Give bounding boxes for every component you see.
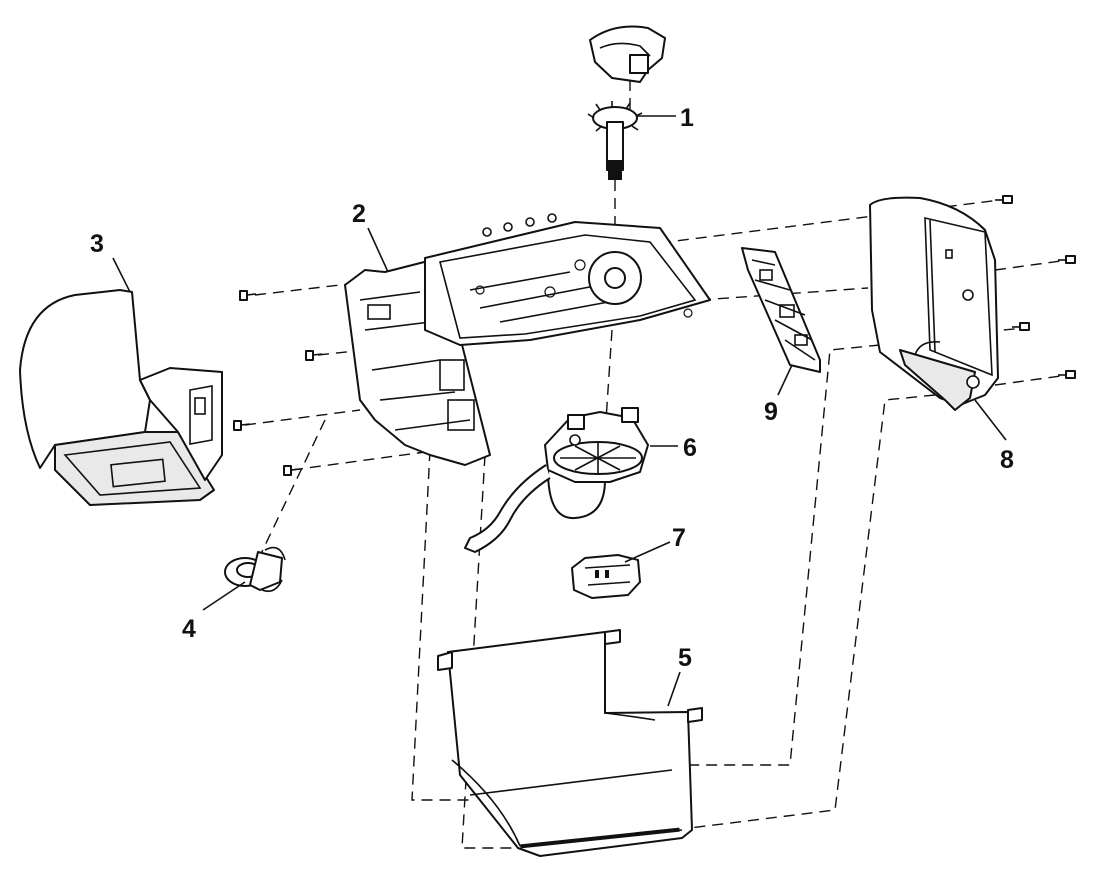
screw-icon (1012, 322, 1030, 331)
screw-icon (283, 465, 301, 476)
part-9-logic-board (741, 247, 821, 373)
part-5-bottom-cover (437, 629, 703, 857)
screw-icon (305, 350, 323, 361)
part-6-motor (464, 407, 649, 553)
screw-icon (233, 420, 251, 431)
assembly-lines (244, 80, 1069, 849)
callout-labels: 1 2 3 4 5 6 7 8 9 (90, 104, 1014, 672)
part-2-chassis-frame (344, 213, 711, 466)
callout-2: 2 (352, 200, 366, 228)
callout-4: 4 (182, 615, 196, 643)
screw-icon (239, 290, 257, 301)
callout-8: 8 (1000, 446, 1014, 474)
part-1-sprocket-shaft (587, 25, 666, 180)
part-7-capacitor (571, 554, 641, 599)
screw-icon (1058, 370, 1076, 379)
screws (233, 195, 1076, 476)
callout-6: 6 (683, 434, 697, 462)
callout-1: 1 (680, 104, 694, 132)
screw-icon (995, 195, 1013, 204)
callout-9: 9 (764, 398, 778, 426)
part-8-end-panel (869, 196, 999, 411)
callout-3: 3 (90, 230, 104, 258)
part-3-light-cover (19, 289, 223, 506)
part-4-socket (224, 546, 286, 593)
leader-lines (112, 115, 1007, 707)
callout-7: 7 (672, 524, 686, 552)
screw-icon (1058, 255, 1076, 264)
callout-5: 5 (678, 644, 692, 672)
